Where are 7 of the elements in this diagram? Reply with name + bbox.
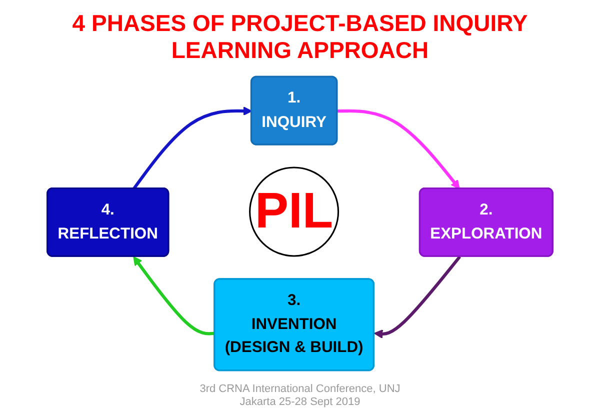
arrow bbox=[132, 106, 252, 190]
node-circle: PIL bbox=[249, 166, 340, 257]
arrow bbox=[374, 256, 462, 339]
caption: 3rd CRNA International Conference, UNJ Jakarta 25-28 Sept 2019 bbox=[198, 383, 402, 409]
arrow bbox=[337, 109, 460, 190]
title: 4 PHASES OF PROJECT-BASED INQUIRY LEARNING APPROACH bbox=[71, 10, 529, 64]
arrow bbox=[133, 256, 216, 336]
